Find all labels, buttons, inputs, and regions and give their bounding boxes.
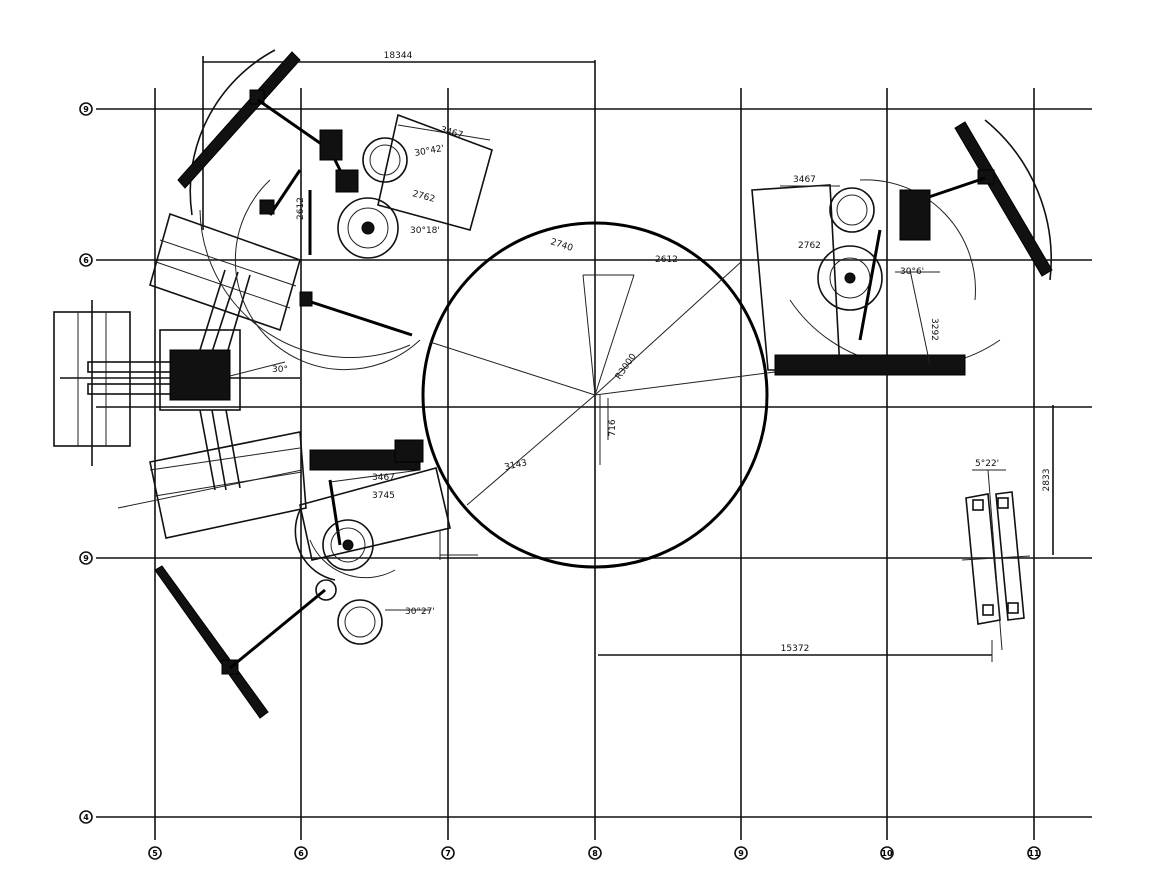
svg-text:30°42': 30°42'	[414, 144, 445, 159]
svg-text:30°: 30°	[272, 365, 288, 375]
row-bubble-3: 9	[79, 551, 93, 565]
svg-text:2833: 2833	[1042, 469, 1052, 492]
svg-text:2740: 2740	[549, 237, 574, 254]
svg-text:11: 11	[1028, 849, 1040, 858]
svg-text:10: 10	[881, 849, 893, 858]
svg-text:3745: 3745	[372, 491, 395, 501]
grid-col-bubbles: 5 6 7 8 9 10 11	[148, 846, 1041, 860]
svg-text:3292: 3292	[929, 318, 939, 341]
row-bubble-4: 4	[79, 810, 93, 824]
left-feeder: 30°	[53, 212, 307, 539]
dimension-top-span: 18344	[202, 51, 595, 230]
svg-text:5: 5	[152, 849, 158, 858]
grid-row-bubbles: 9 6 9 4	[79, 102, 93, 824]
col-bubble-6: 10	[880, 846, 894, 860]
col-bubble-4: 8	[588, 846, 602, 860]
svg-text:5°22': 5°22'	[975, 459, 999, 469]
grid-lines	[96, 60, 1092, 840]
svg-text:6: 6	[298, 849, 304, 858]
svg-text:30°18': 30°18'	[410, 226, 440, 236]
col-bubble-7: 11	[1027, 846, 1041, 860]
col-bubble-1: 5	[148, 846, 162, 860]
row-bubble-1: 9	[79, 102, 93, 116]
svg-text:9: 9	[83, 105, 89, 114]
svg-text:7: 7	[445, 849, 451, 858]
svg-text:9: 9	[738, 849, 744, 858]
col-bubble-5: 9	[734, 846, 748, 860]
svg-text:9: 9	[83, 554, 89, 563]
svg-text:R3000: R3000	[614, 352, 639, 382]
dimension-bottom-span: 15372	[598, 640, 993, 662]
center-turntable: 716 R3000 2612 2740 3143	[421, 221, 776, 569]
svg-text:2762: 2762	[411, 189, 436, 205]
right-pallet: 5°22'	[961, 459, 1031, 651]
svg-text:2612: 2612	[655, 255, 678, 265]
svg-text:3467: 3467	[439, 125, 464, 141]
svg-text:15372: 15372	[781, 644, 810, 654]
robot-top-left: 3467 2762 30°42' 30°18' 2612	[177, 49, 493, 371]
svg-text:18344: 18344	[384, 51, 413, 61]
dimension-right-vertical: 2833	[1042, 405, 1054, 555]
svg-text:8: 8	[592, 849, 598, 858]
svg-text:4: 4	[83, 813, 89, 822]
robot-bottom-left: 3467 3745 30°27'	[154, 439, 478, 719]
svg-text:2612: 2612	[296, 197, 306, 220]
col-bubble-2: 6	[294, 846, 308, 860]
col-bubble-3: 7	[441, 846, 455, 860]
svg-text:3467: 3467	[372, 473, 395, 483]
robot-top-right: 3467 2762 3292 30°6'	[751, 119, 1053, 376]
svg-text:30°27': 30°27'	[405, 607, 435, 617]
svg-text:2762: 2762	[798, 241, 821, 251]
svg-text:716: 716	[608, 419, 618, 436]
svg-text:3143: 3143	[504, 458, 528, 473]
svg-text:6: 6	[83, 256, 89, 265]
row-bubble-2: 6	[79, 253, 93, 267]
svg-text:3467: 3467	[793, 175, 816, 185]
